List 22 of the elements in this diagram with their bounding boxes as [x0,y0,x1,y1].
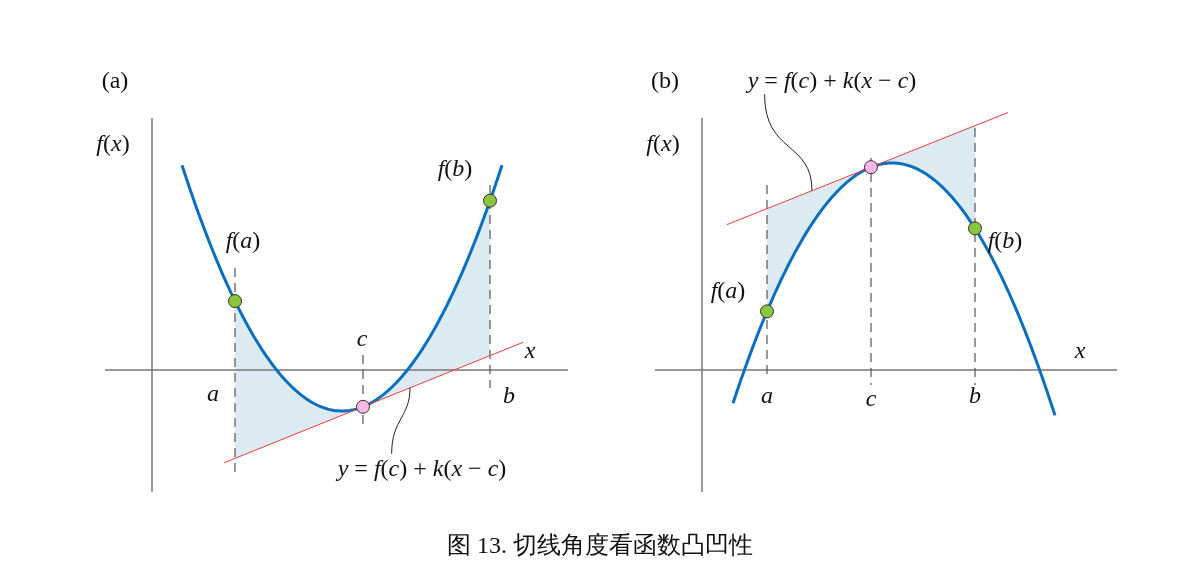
point-label: f(b) [987,226,1023,254]
panel-label: (a) [101,66,129,94]
tick-label: c [356,324,368,352]
point-label: f(a) [710,276,746,304]
leader-line [764,93,813,192]
point-label: f(a) [225,226,261,254]
axis-label: x [524,336,536,364]
panel-label: (b) [651,66,679,94]
tick-label: a [207,379,219,407]
axis-label: f(x) [646,129,680,157]
axis-label: x [1074,336,1086,364]
caption: 图 13. 切线角度看函数凸凹性 [447,531,753,559]
tick-label: a [761,381,773,409]
tick-label: b [969,381,981,409]
leader-line [391,387,411,455]
tangent-line [726,112,1009,226]
point-label: f(b) [437,154,473,182]
formula-label: y = f(c) + k(x − c) [747,66,917,94]
formula-label: y = f(c) + k(x − c) [337,454,507,482]
axis-label: f(x) [96,129,130,157]
tick-label: b [503,381,515,409]
tick-label: c [865,384,877,412]
